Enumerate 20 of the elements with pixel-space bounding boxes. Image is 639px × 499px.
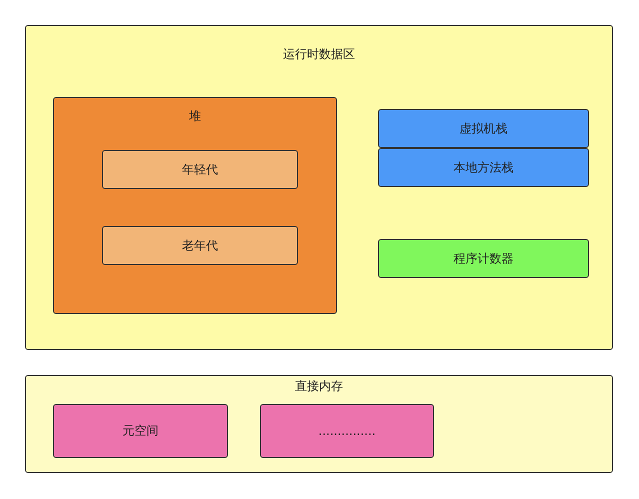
memory-panel (25, 375, 613, 473)
box-label: 老年代 (182, 237, 218, 254)
box-label: 年轻代 (182, 161, 218, 178)
region-panel (25, 25, 613, 350)
box-label: ............... (318, 424, 376, 438)
heading: 堆 (189, 108, 201, 125)
heading: 直接内存 (295, 378, 343, 395)
box-label: 程序计数器 (454, 250, 514, 267)
box-label: 虚拟机栈 (460, 120, 508, 137)
box-label: 本地方法栈 (454, 159, 514, 176)
stack-box (378, 148, 589, 187)
process-box (102, 150, 298, 189)
metaspace-box (53, 404, 228, 458)
process-box (260, 404, 434, 458)
counter-box (378, 239, 589, 278)
stack-box (378, 109, 589, 148)
heading: 运行时数据区 (283, 46, 355, 63)
heap-box (53, 97, 337, 314)
box-label: 元空间 (122, 422, 158, 440)
process-box (102, 226, 298, 265)
